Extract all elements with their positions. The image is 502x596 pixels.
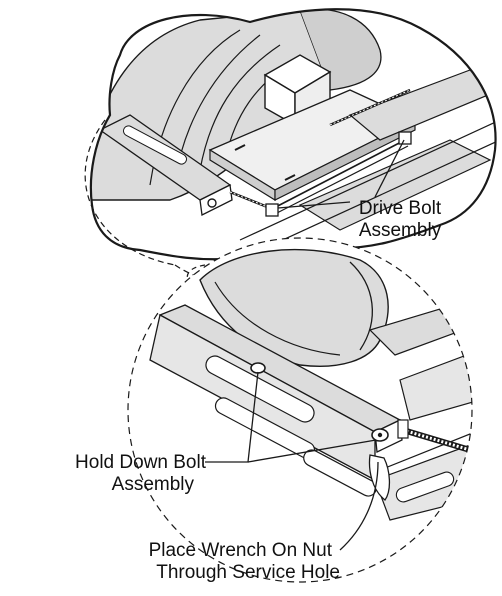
service-hole <box>368 454 391 501</box>
hold-down-leader-line <box>247 439 377 463</box>
hold-down-label-line1: Hold Down Bolt <box>75 452 206 473</box>
wrench-label-line1: Place Wrench On Nut <box>148 540 332 561</box>
threaded-drive-rod <box>397 419 471 453</box>
left-rail <box>98 114 233 216</box>
drive-bolt-rod <box>229 88 412 217</box>
right-rail <box>239 69 496 256</box>
drive-bolt-label-line1: Drive Bolt <box>358 198 442 219</box>
wrench-label-line2: Through Service Hole <box>156 562 340 583</box>
hold-down-label-line2: Assembly <box>111 474 194 495</box>
drive-bolt-leader-line <box>277 201 351 209</box>
drive-bolt-leader-line <box>374 139 405 198</box>
mounting-rail <box>149 304 403 497</box>
wrench-label: Place Wrench On Nut Through Service Hole <box>40 540 340 584</box>
wrench-leader-line <box>339 461 379 551</box>
top-detail-view <box>84 8 497 281</box>
hold-down-bolt <box>250 362 389 442</box>
bottom-detail-view <box>127 237 473 583</box>
drive-bolt-label-line2: Assembly <box>358 220 442 241</box>
hold-down-label: Hold Down Bolt Assembly <box>10 452 206 496</box>
drive-bolt-label: Drive Bolt Assembly <box>350 198 450 242</box>
